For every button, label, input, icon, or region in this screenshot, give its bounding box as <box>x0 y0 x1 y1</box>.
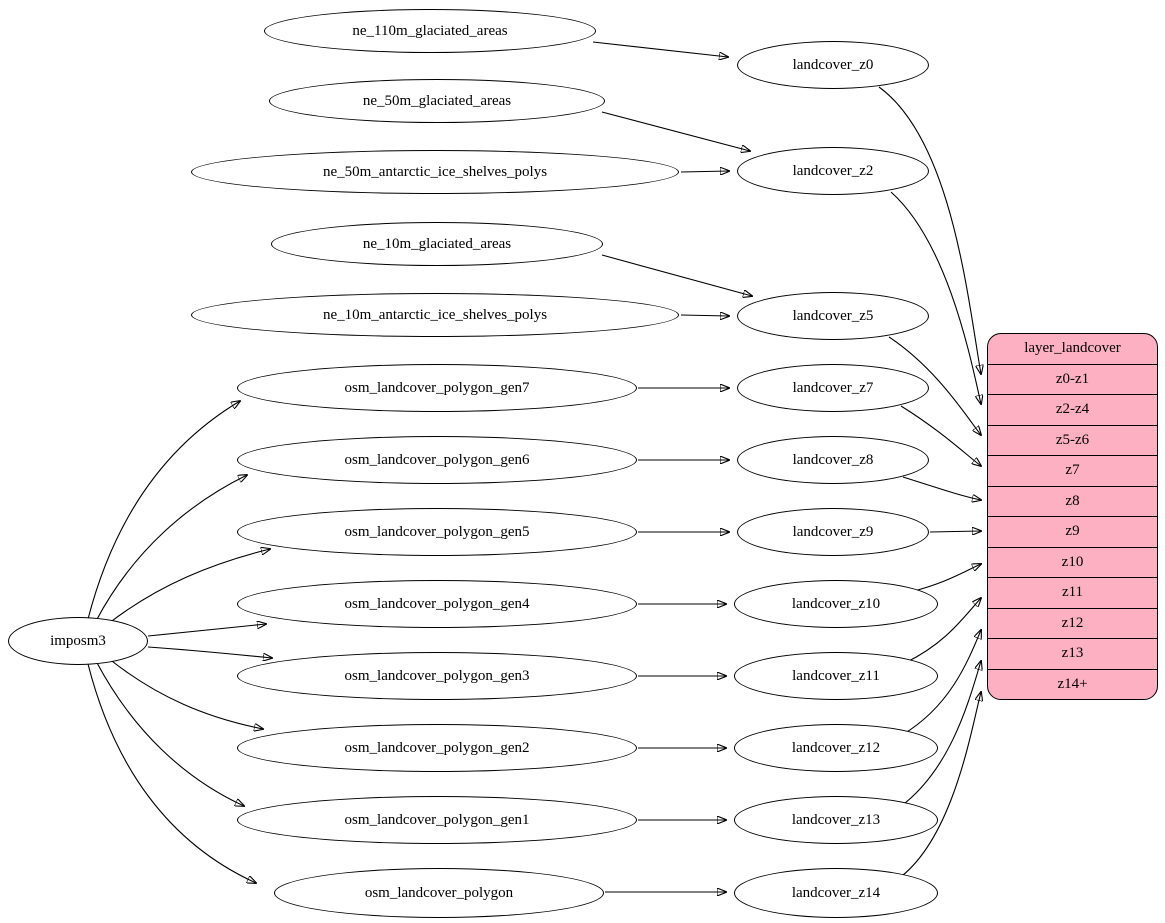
record-row-z11: z11 <box>988 577 1157 608</box>
record-row-z14plus: z14+ <box>988 668 1157 700</box>
node-ne-10m-glaciated-areas: ne_10m_glaciated_areas <box>271 222 603 266</box>
record-row-z12: z12 <box>988 607 1157 639</box>
node-osm-landcover-polygon-gen3: osm_landcover_polygon_gen3 <box>237 652 637 700</box>
record-row-z7: z7 <box>988 455 1157 486</box>
edge-z11-to-row-z11 <box>904 598 981 664</box>
edge-z5-to-row-z5-z6 <box>888 336 981 435</box>
record-layer-landcover: layer_landcover z0-z1 z2-z4 z5-z6 z7 z8 … <box>987 333 1158 700</box>
node-ne-110m-glaciated-areas: ne_110m_glaciated_areas <box>264 9 596 53</box>
record-row-z9: z9 <box>988 516 1157 547</box>
record-title: layer_landcover <box>1024 340 1121 357</box>
record-row-z2-z4: z2-z4 <box>988 394 1157 425</box>
record-row-z13: z13 <box>988 638 1157 669</box>
edge-imposm3-to-polygon <box>87 663 256 883</box>
edge-z0-to-row-z0-z1 <box>878 86 981 374</box>
record-row-z8: z8 <box>988 485 1157 517</box>
node-landcover-z14: landcover_z14 <box>734 868 938 918</box>
node-osm-landcover-polygon-gen2: osm_landcover_polygon_gen2 <box>237 724 637 772</box>
node-ne-50m-glaciated-areas: ne_50m_glaciated_areas <box>269 79 605 123</box>
edge-z10-to-row-z10 <box>909 564 981 593</box>
node-osm-landcover-polygon-gen5: osm_landcover_polygon_gen5 <box>237 508 637 556</box>
edge-ne50mg-to-z2 <box>601 111 750 151</box>
node-landcover-z12: landcover_z12 <box>734 724 938 772</box>
edge-ne10mg-to-z5 <box>601 254 752 296</box>
edge-imposm3-to-gen5 <box>107 549 270 625</box>
node-landcover-z5: landcover_z5 <box>737 292 929 340</box>
node-landcover-z7: landcover_z7 <box>737 364 929 412</box>
node-osm-landcover-polygon-gen6: osm_landcover_polygon_gen6 <box>237 436 637 484</box>
record-row-z5-z6: z5-z6 <box>988 424 1157 456</box>
edge-imposm3-to-gen4 <box>147 624 266 637</box>
node-landcover-z11: landcover_z11 <box>734 652 938 700</box>
node-ne-10m-antarctic-ice-shelves-polys: ne_10m_antarctic_ice_shelves_polys <box>191 293 679 337</box>
node-landcover-z8: landcover_z8 <box>737 436 929 484</box>
record-row-z10: z10 <box>988 546 1157 578</box>
edge-z9-to-row-z9 <box>929 531 981 532</box>
node-landcover-z0: landcover_z0 <box>737 41 929 89</box>
edge-imposm3-to-gen7 <box>87 401 240 620</box>
edge-ne110m-to-z0 <box>592 41 728 57</box>
edge-imposm3-to-gen1 <box>95 660 244 806</box>
node-osm-landcover-polygon-gen7: osm_landcover_polygon_gen7 <box>237 364 637 412</box>
node-landcover-z2: landcover_z2 <box>737 147 929 195</box>
node-osm-landcover-polygon-gen1: osm_landcover_polygon_gen1 <box>237 796 637 844</box>
edge-z2-to-row-z2-z4 <box>890 191 981 404</box>
edge-z13-to-row-z13 <box>899 661 981 808</box>
edge-imposm3-to-gen2 <box>107 657 263 729</box>
record-row-z0-z1: z0-z1 <box>988 363 1157 395</box>
node-landcover-z13: landcover_z13 <box>734 796 938 844</box>
node-osm-landcover-polygon: osm_landcover_polygon <box>274 868 604 918</box>
node-landcover-z9: landcover_z9 <box>737 508 929 556</box>
edge-z8-to-row-z8 <box>902 476 981 500</box>
edge-z14-to-row-z14plus <box>897 692 981 880</box>
node-ne-50m-antarctic-ice-shelves-polys: ne_50m_antarctic_ice_shelves_polys <box>191 150 679 194</box>
edge-ne10ma-to-z5 <box>680 315 729 316</box>
edge-imposm3-to-gen6 <box>95 475 247 622</box>
node-landcover-z10: landcover_z10 <box>734 580 938 628</box>
edge-ne50ma-to-z2 <box>680 171 729 172</box>
edge-z7-to-row-z7 <box>900 405 981 466</box>
edge-imposm3-to-gen3 <box>147 646 272 658</box>
node-imposm3: imposm3 <box>8 617 148 665</box>
node-osm-landcover-polygon-gen4: osm_landcover_polygon_gen4 <box>237 580 637 628</box>
edge-z12-to-row-z12 <box>901 630 981 736</box>
